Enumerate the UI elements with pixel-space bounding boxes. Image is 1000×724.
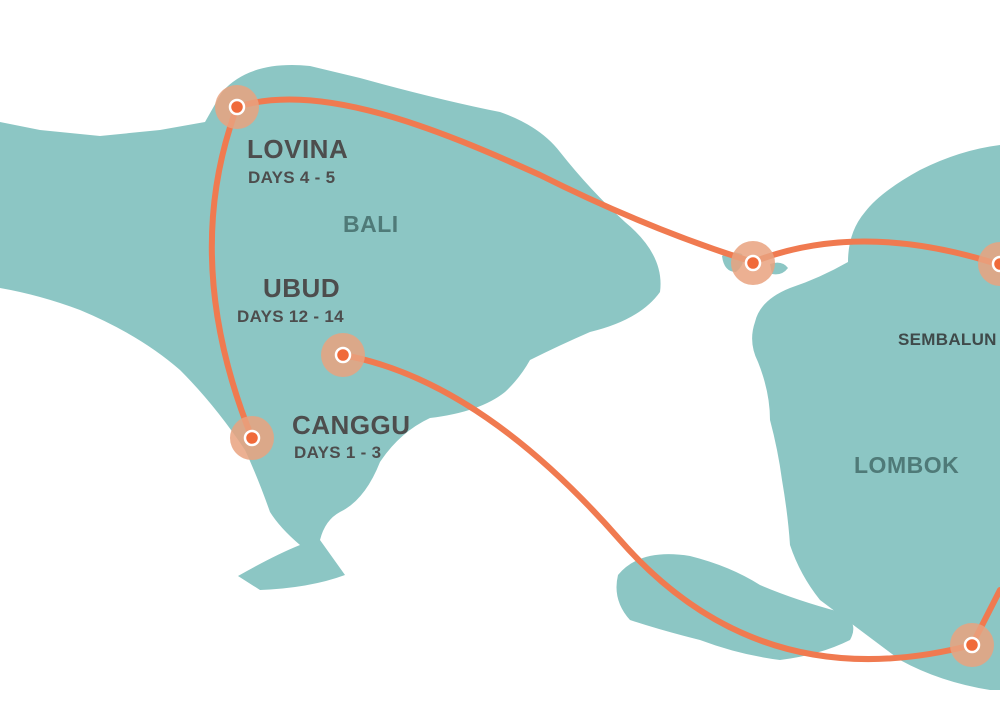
stop-marker-lovina[interactable] <box>215 85 259 129</box>
stop-marker-ubud[interactable] <box>321 333 365 377</box>
stop-marker-canggu[interactable] <box>230 416 274 460</box>
lombok-island <box>752 145 1000 690</box>
stop-days-lovina: DAYS 4 - 5 <box>248 168 336 187</box>
stop-name-lovina: LOVINA <box>247 134 349 164</box>
route-line <box>208 96 1000 663</box>
island-label-bali: BALI <box>343 211 399 237</box>
stop-marker-strait[interactable] <box>731 241 775 285</box>
stop-name-ubud: UBUD <box>263 273 341 303</box>
bali-island <box>0 65 661 591</box>
stop-days-ubud: DAYS 12 - 14 <box>237 307 344 326</box>
nusa-penida-island <box>616 554 854 660</box>
stop-marker-south-lombok[interactable] <box>950 623 994 667</box>
stop-marker-sembalun[interactable] <box>978 242 1000 286</box>
stop-name-canggu: CANGGU <box>292 410 411 440</box>
stop-name-sembalun: SEMBALUN <box>898 330 997 349</box>
island-label-lombok: LOMBOK <box>854 452 960 478</box>
stop-days-canggu: DAYS 1 - 3 <box>294 443 382 462</box>
